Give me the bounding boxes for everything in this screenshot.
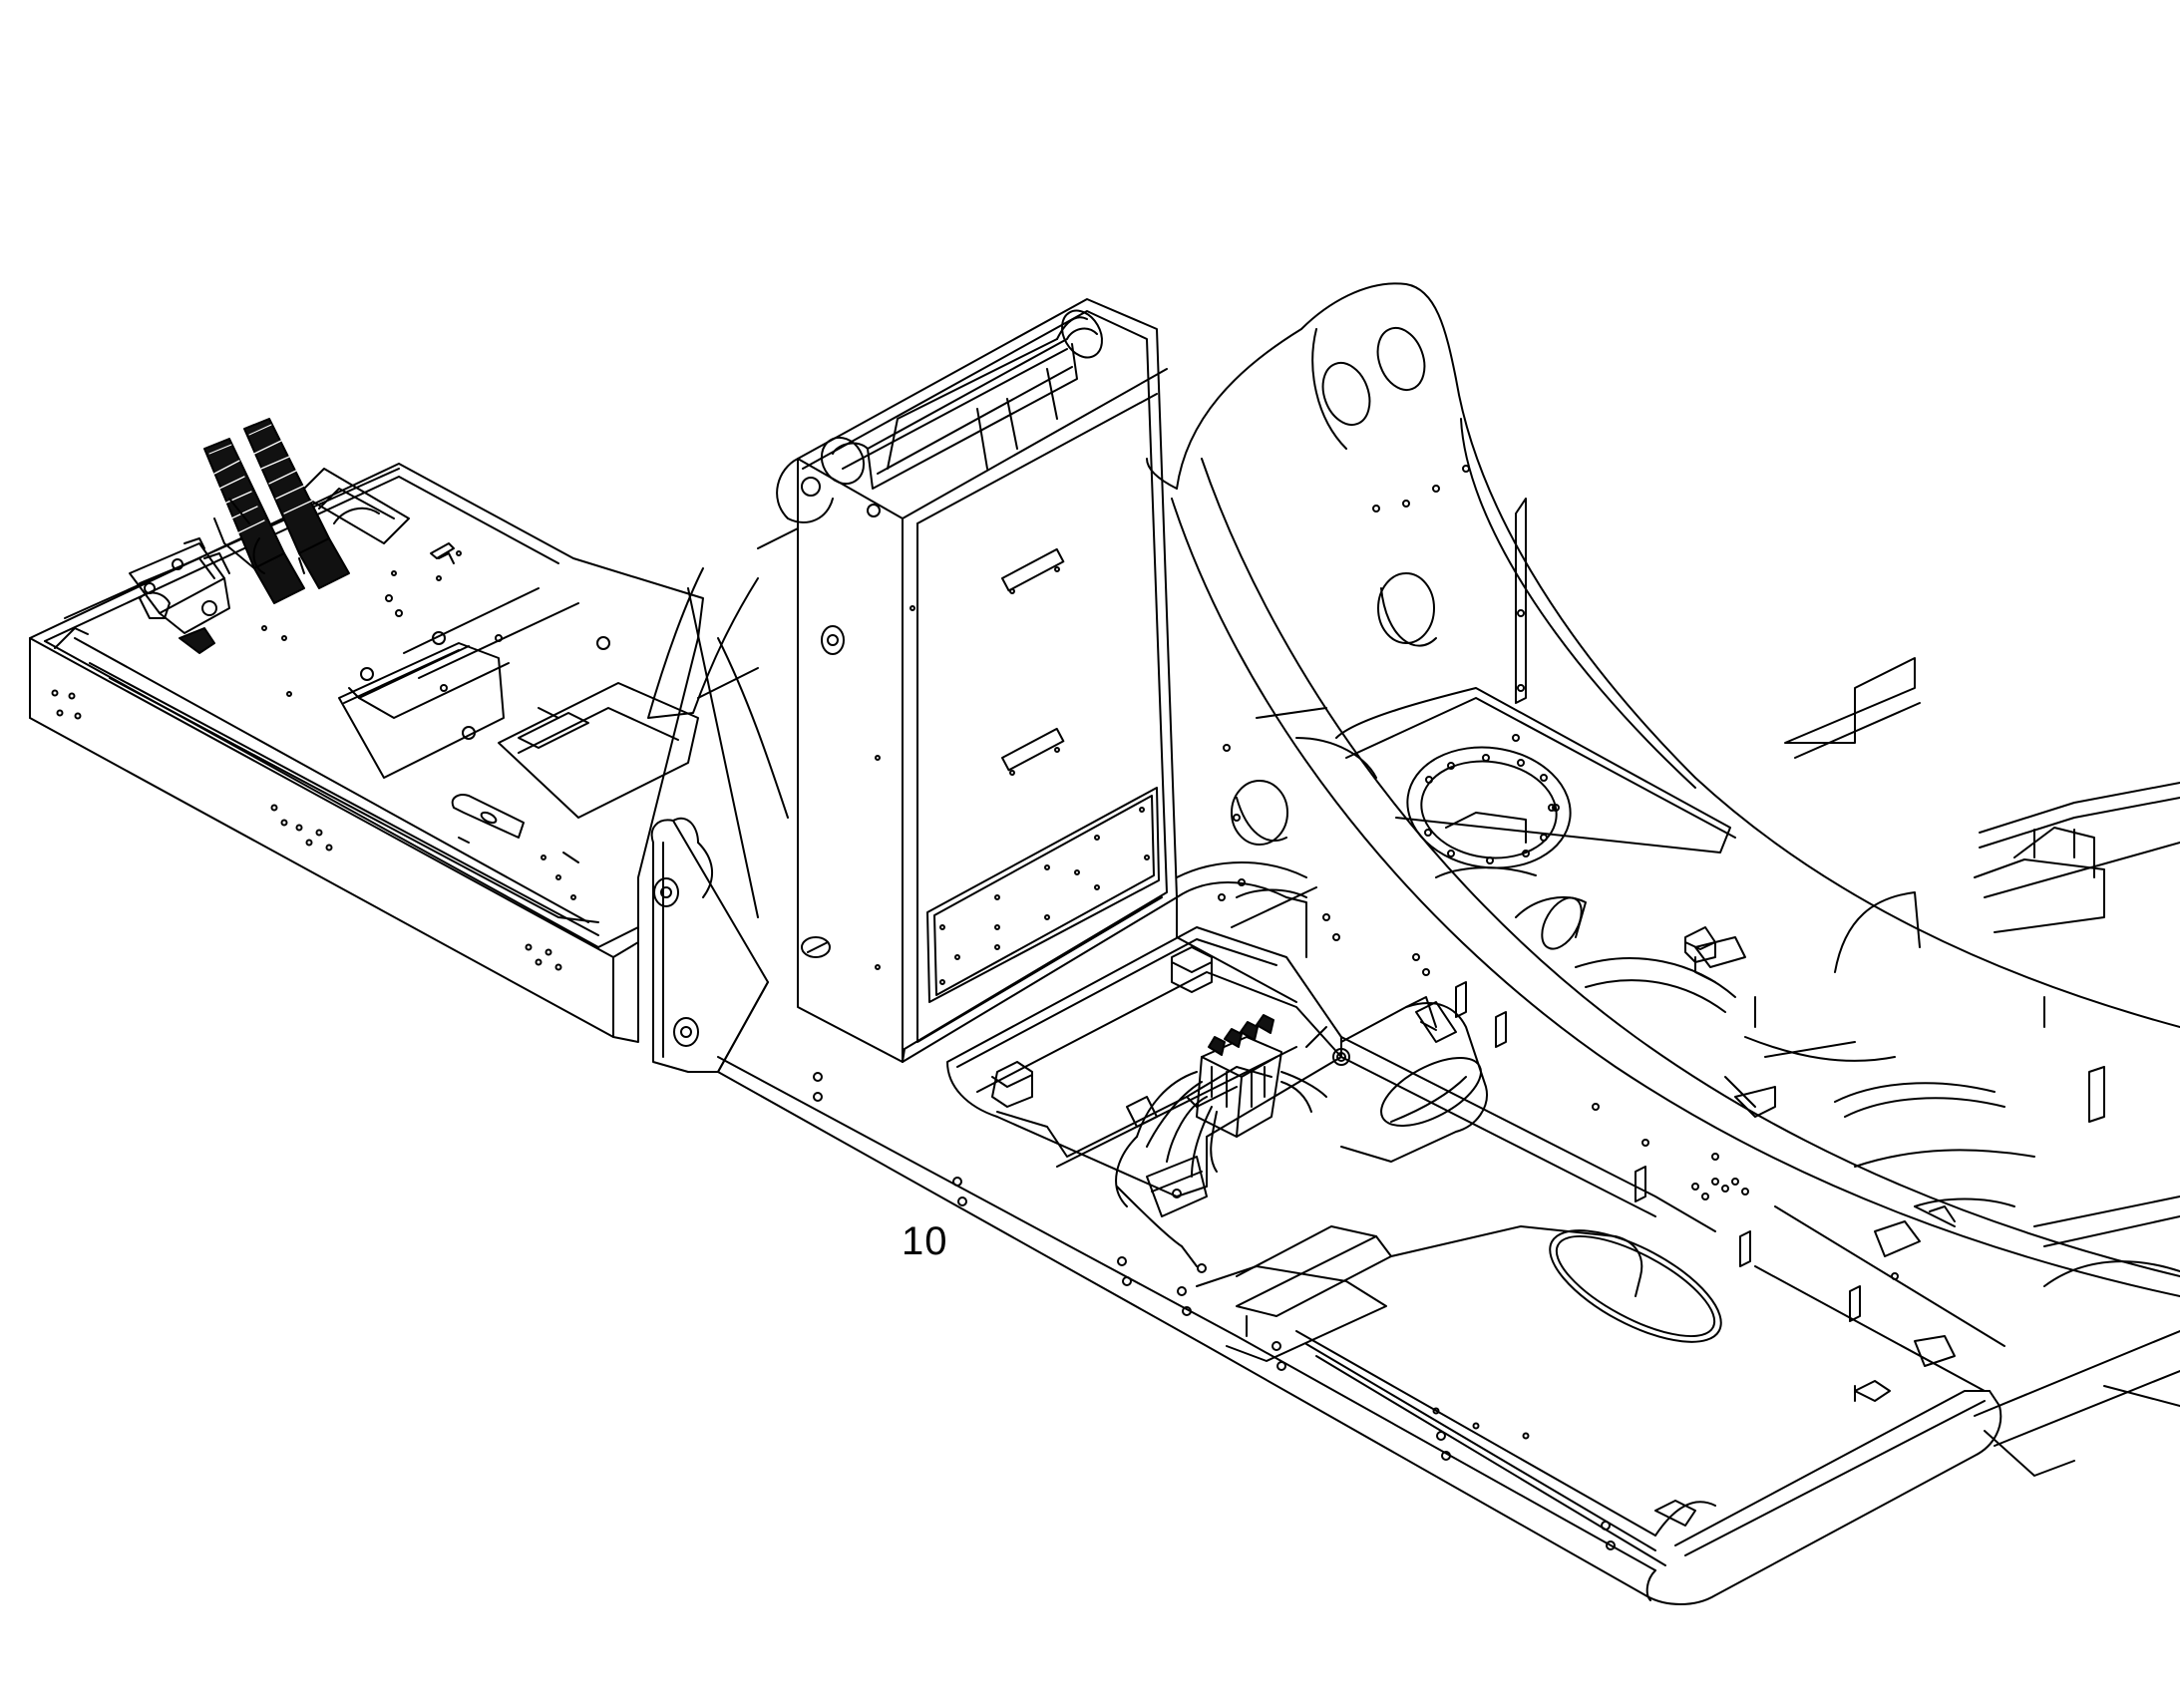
operator-platform [29, 463, 704, 1043]
control-cluster [129, 537, 230, 654]
main-longitudinal-beam [717, 1056, 2002, 1605]
right-frame-rail [1784, 657, 2180, 1477]
lower-right-bays [1515, 891, 2105, 1227]
foot-pedals [203, 418, 350, 604]
side-oval-frame [1340, 996, 1488, 1163]
front-gusset [650, 817, 769, 1073]
main-arm-structure [1146, 282, 2180, 1297]
electrical-box [946, 926, 1716, 1273]
cab-support-tower [647, 298, 1178, 1063]
callout-label-10: 10 [902, 1219, 948, 1263]
mid-crossbar [1218, 465, 2005, 1392]
center-cross-member [1256, 687, 1736, 878]
trough-wall [1176, 780, 1317, 1003]
